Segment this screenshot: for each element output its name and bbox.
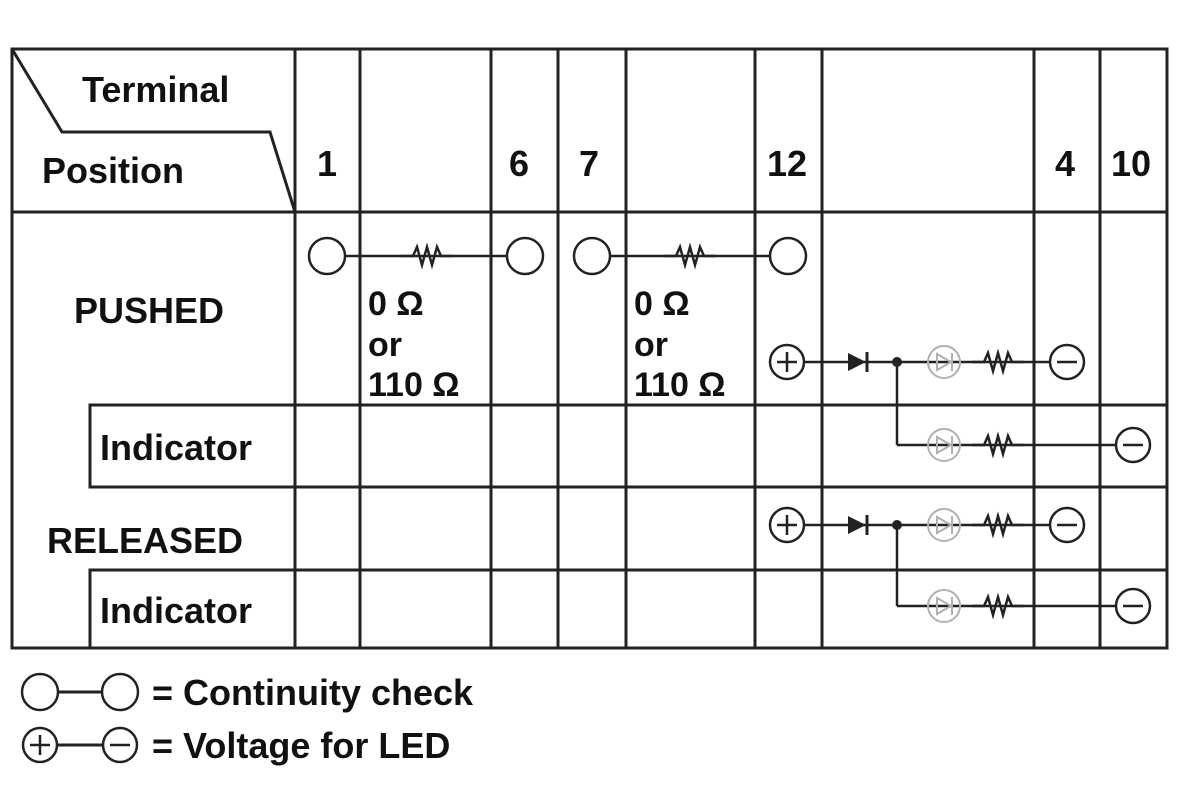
terminal-12-label: 12 [767, 143, 807, 184]
diode-icon [846, 513, 869, 537]
continuity-circle-icon [100, 672, 140, 712]
junction-dot-icon [892, 520, 902, 530]
legend-voltage: = Voltage for LED [21, 725, 450, 766]
resistance-right-line1: 0 Ω [634, 285, 690, 323]
minus-terminal-icon [101, 726, 139, 764]
plus-terminal-icon [768, 506, 806, 544]
terminal-6-label: 6 [509, 143, 529, 184]
terminal-7-label: 7 [579, 143, 599, 184]
minus-terminal-icon [1114, 587, 1152, 625]
resistance-right-line3: 110 Ω [634, 366, 726, 404]
legend: = Continuity check = Voltage for LED [20, 672, 474, 766]
legend-voltage-text: = Voltage for LED [152, 725, 450, 766]
table-border [10, 47, 1169, 650]
continuity-circle-icon [505, 236, 545, 276]
header-diagonal [10, 48, 297, 213]
released-indicator-row-frame [88, 568, 1167, 648]
terminal-4-label: 4 [1055, 143, 1075, 184]
position-header: Position [42, 150, 184, 191]
continuity-7-12 [572, 236, 808, 276]
continuity-1-6 [307, 236, 545, 276]
resistance-left-line1: 0 Ω [368, 285, 424, 323]
terminal-header: Terminal [82, 69, 229, 110]
resistance-left-line3: 110 Ω [368, 366, 460, 404]
plus-terminal-icon [768, 343, 806, 381]
continuity-circle-icon [572, 236, 612, 276]
row-label-released-indicator: Indicator [100, 590, 252, 631]
legend-continuity-text: = Continuity check [152, 672, 474, 713]
continuity-circle-icon [307, 236, 347, 276]
minus-terminal-icon [1048, 506, 1086, 544]
pushed-indicator-row-frame [88, 403, 1167, 489]
pushed-led-circuit [768, 343, 1152, 464]
continuity-circle-icon [20, 672, 60, 712]
plus-terminal-icon [21, 726, 59, 764]
junction-dot-icon [892, 357, 902, 367]
resistance-right-line2: or [634, 326, 668, 364]
table-grid [10, 47, 1169, 650]
row-label-pushed: PUSHED [74, 290, 224, 331]
terminal-1-label: 1 [317, 143, 337, 184]
row-label-pushed-indicator: Indicator [100, 427, 252, 468]
diode-icon [846, 350, 869, 374]
row-label-released: RELEASED [47, 520, 243, 561]
legend-continuity: = Continuity check [20, 672, 474, 713]
minus-terminal-icon [1048, 343, 1086, 381]
terminal-10-label: 10 [1111, 143, 1151, 184]
released-led-circuit [768, 506, 1152, 625]
minus-terminal-icon [1114, 426, 1152, 464]
resistance-left-line2: or [368, 326, 402, 364]
continuity-circle-icon [768, 236, 808, 276]
